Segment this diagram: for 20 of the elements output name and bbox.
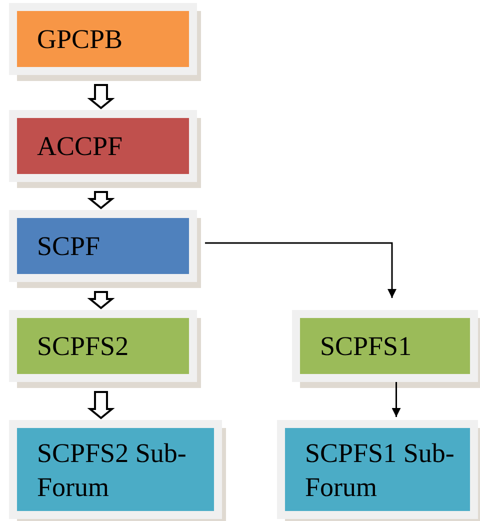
box-label: SCPFS2: [37, 330, 130, 363]
process-box: [9, 3, 197, 75]
box-label: SCPF: [37, 230, 102, 263]
hollow-arrow: [87, 291, 115, 310]
process-box: [9, 310, 197, 382]
process-box: [9, 210, 197, 282]
box-label: SCPFS1: [320, 330, 413, 363]
process-box: [277, 420, 478, 519]
hollow-arrow: [87, 391, 115, 420]
process-box: [9, 420, 222, 519]
hollow-arrow: [87, 84, 115, 110]
process-box: [292, 310, 478, 382]
box-label: GPCPB: [37, 23, 124, 56]
box-label: SCPFS1 Sub-Forum: [305, 436, 456, 504]
hollow-arrow: [87, 191, 115, 210]
box-label: SCPFS2 Sub-Forum: [37, 436, 188, 504]
box-label: ACCPF: [37, 130, 124, 163]
arrow: [392, 382, 401, 417]
process-box: [9, 110, 197, 182]
arrow: [205, 242, 396, 298]
